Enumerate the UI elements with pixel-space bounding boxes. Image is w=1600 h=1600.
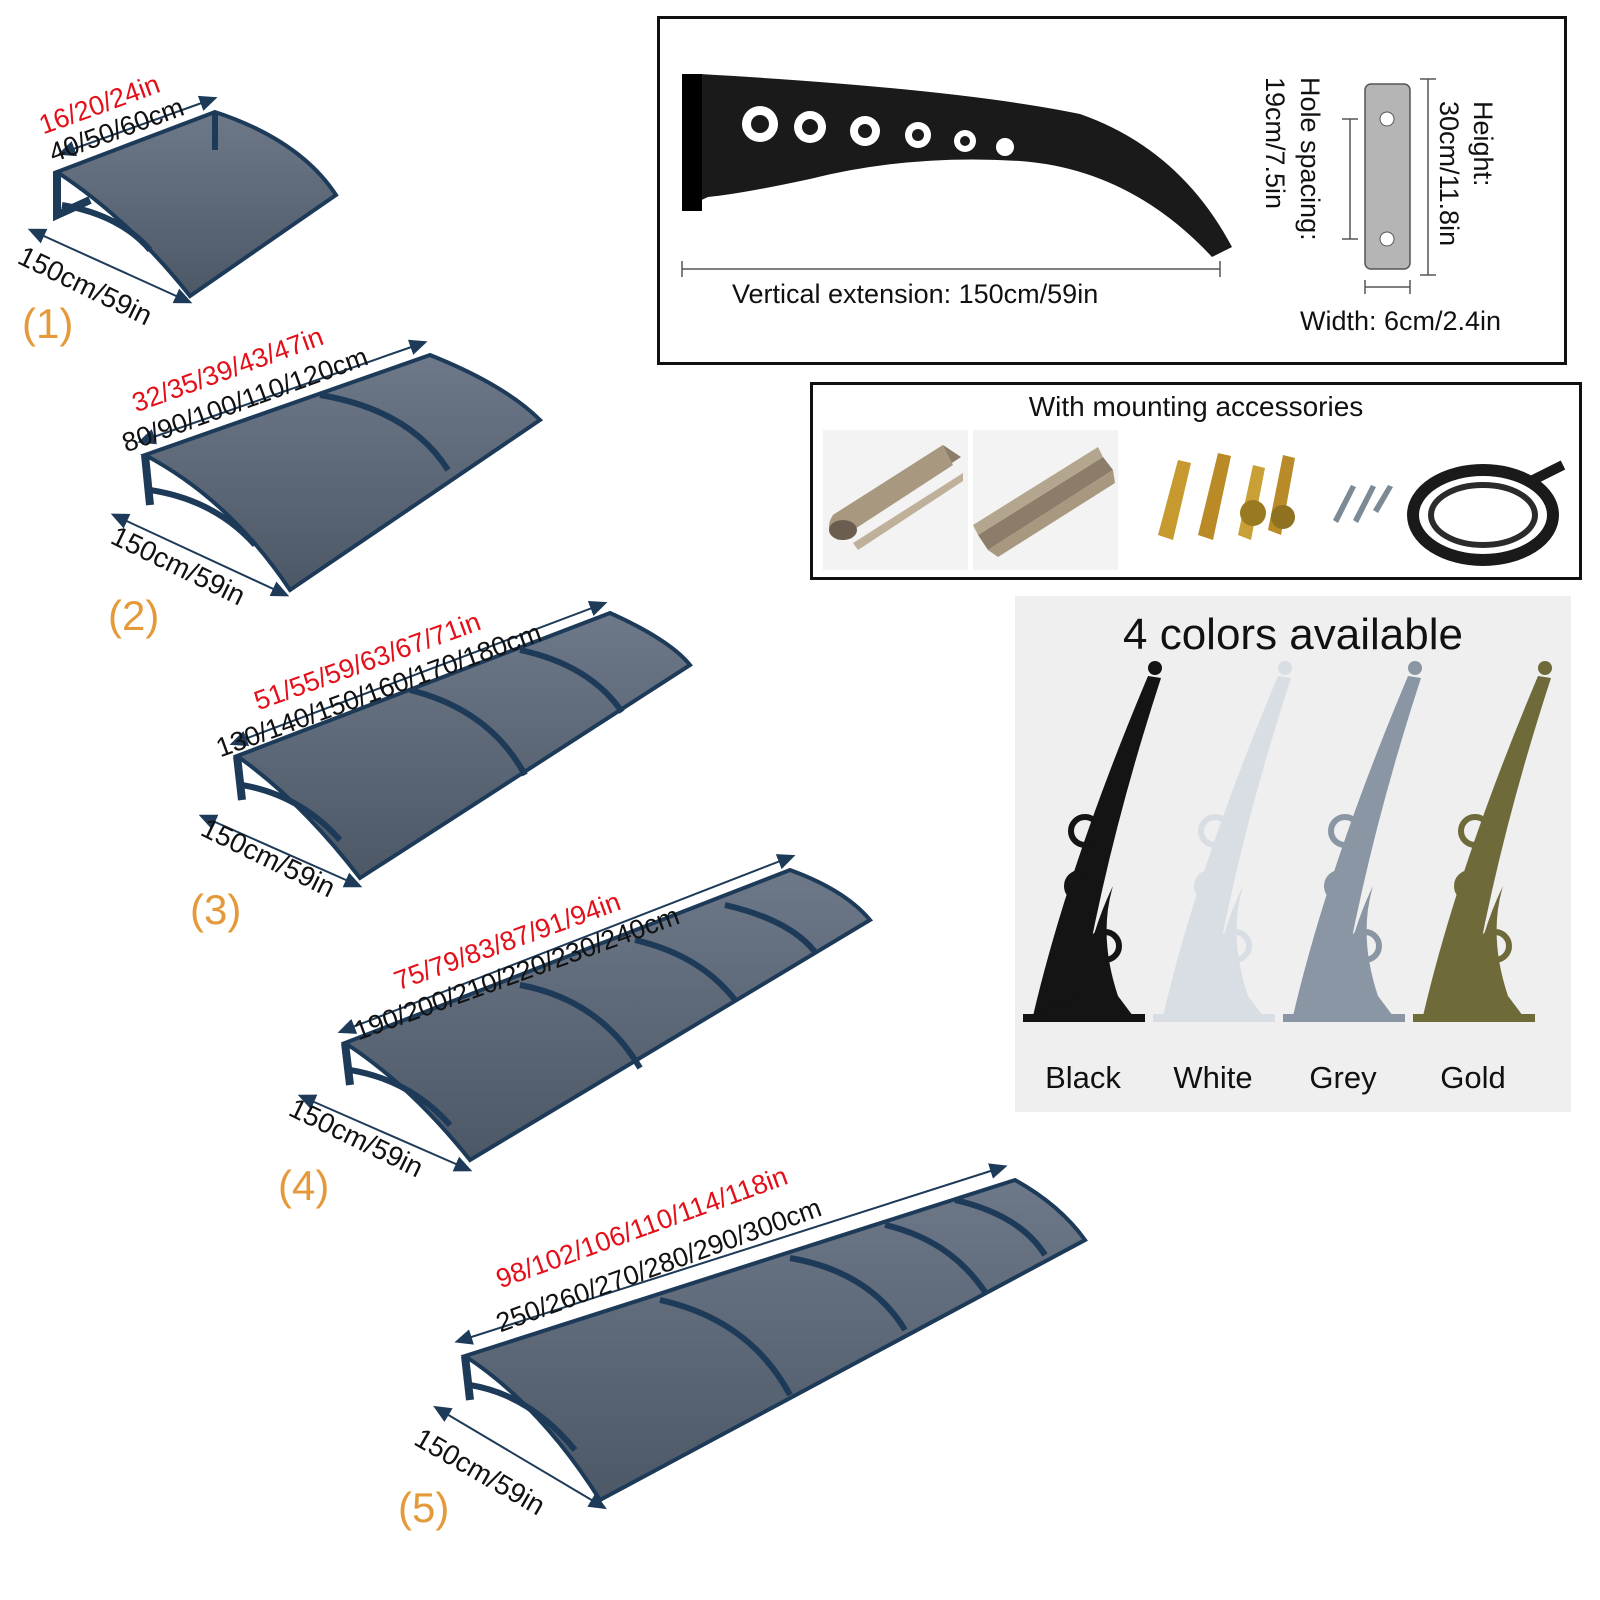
canopy-3-number: (3): [190, 886, 242, 933]
canopy-2: [110, 339, 544, 597]
colors-panel: 4 colors available: [1015, 596, 1571, 1112]
bracket-gold: [1413, 661, 1552, 1022]
width-label: Width: 6cm/2.4in: [1300, 306, 1502, 336]
accessories-box: With mounting accessories: [810, 382, 1582, 580]
aluminium-rail-image: [973, 430, 1118, 570]
bracket-black: [1023, 661, 1162, 1022]
bracket-white: [1153, 661, 1292, 1022]
canopy-5: [433, 1163, 1088, 1510]
bracket-spec-drawing: [681, 74, 1436, 294]
canopy-5-number: (5): [398, 1484, 450, 1531]
color-name-white: White: [1173, 1060, 1253, 1095]
hole-spacing-value: 19cm/7.5in: [1260, 77, 1290, 210]
aluminium-profile-image: [823, 430, 968, 570]
screws-image: [1328, 465, 1403, 555]
bracket-grey: [1283, 661, 1422, 1022]
canopy-1-number: (1): [22, 300, 74, 347]
bracket-spec-box: Vertical extension: 150cm/59in Hole spac…: [657, 16, 1567, 365]
hole-spacing-label: Hole spacing:: [1295, 77, 1325, 241]
canopy-1: [27, 95, 339, 304]
expansion-bolts-image: [1143, 440, 1323, 565]
color-name-grey: Grey: [1309, 1060, 1377, 1095]
canopy-2-number: (2): [108, 592, 160, 639]
canopy-3: [198, 601, 693, 888]
accessories-title: With mounting accessories: [1028, 391, 1364, 422]
height-value: 30cm/11.8in: [1434, 101, 1464, 247]
color-name-gold: Gold: [1440, 1060, 1506, 1095]
color-brackets: [1023, 661, 1552, 1022]
rubber-seal-image: [1407, 460, 1566, 566]
color-name-black: Black: [1045, 1060, 1121, 1095]
canopy-drawings: [27, 95, 1088, 1510]
accessories-images: [823, 430, 1566, 570]
colors-title: 4 colors available: [1123, 610, 1463, 659]
canopy-4: [297, 854, 874, 1172]
vertical-extension-label: Vertical extension: 150cm/59in: [732, 279, 1099, 309]
canopy-4-number: (4): [278, 1162, 330, 1209]
height-label: Height:: [1468, 101, 1498, 187]
